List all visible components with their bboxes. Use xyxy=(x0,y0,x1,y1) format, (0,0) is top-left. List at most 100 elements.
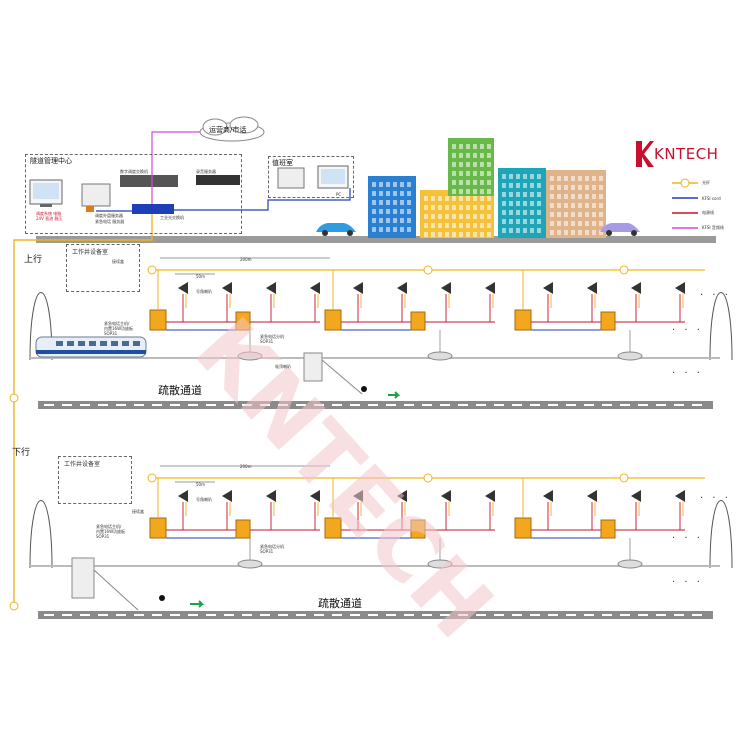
window xyxy=(530,219,534,224)
window xyxy=(473,196,477,201)
device-label-switch: 数字调度交换机 xyxy=(120,169,148,174)
window xyxy=(407,182,411,187)
window xyxy=(431,232,435,237)
window xyxy=(487,153,491,158)
evac-road-up-dash xyxy=(440,404,450,406)
digital-switch xyxy=(120,175,178,187)
evac-road-down-dash xyxy=(692,614,702,616)
window xyxy=(438,223,442,228)
window xyxy=(571,185,575,190)
device-label-dispatch-server: 调度外盘服务器 xyxy=(95,213,123,218)
evac-road-up-dash xyxy=(116,404,126,406)
evac-road-down-dash xyxy=(476,614,486,616)
wheel xyxy=(347,230,353,236)
evac-road-up-dash xyxy=(494,404,504,406)
down-splice-2 xyxy=(619,473,629,483)
evac-road-down-dash xyxy=(422,614,432,616)
window xyxy=(473,144,477,149)
window xyxy=(480,214,484,219)
stair-door-up xyxy=(303,352,323,382)
well-room-box-up xyxy=(66,244,140,292)
window xyxy=(372,209,376,214)
evac-road-down-dash xyxy=(188,614,198,616)
window xyxy=(438,196,442,201)
train-window xyxy=(100,341,107,346)
window xyxy=(592,176,596,181)
window xyxy=(564,230,568,235)
up-horn xyxy=(675,282,685,294)
window xyxy=(452,232,456,237)
window xyxy=(473,232,477,237)
window xyxy=(599,185,603,190)
window xyxy=(502,174,506,179)
up-horn xyxy=(631,282,641,294)
window xyxy=(550,203,554,208)
window xyxy=(452,171,456,176)
window xyxy=(509,219,513,224)
duty-room-box xyxy=(268,156,354,198)
window xyxy=(473,189,477,194)
evac-road-up-dash xyxy=(188,404,198,406)
window xyxy=(473,180,477,185)
window xyxy=(424,223,428,228)
window xyxy=(530,192,534,197)
window xyxy=(537,174,541,179)
down-horn xyxy=(543,490,553,502)
window xyxy=(599,194,603,199)
window xyxy=(459,232,463,237)
evac-road-down-dash xyxy=(116,614,126,616)
evac-road-down-dash xyxy=(332,614,342,616)
window xyxy=(386,209,390,214)
window xyxy=(480,196,484,201)
evac-road-down-dash xyxy=(80,614,90,616)
down-horn xyxy=(441,490,451,502)
car-right xyxy=(600,223,640,232)
window xyxy=(452,189,456,194)
surface-road xyxy=(36,236,716,243)
window xyxy=(592,185,596,190)
up-ceiling-speaker-1 xyxy=(427,351,453,361)
window xyxy=(393,182,397,187)
down-phone-ext-0 xyxy=(235,519,251,539)
evac-road-up-dash xyxy=(368,404,378,406)
window xyxy=(502,228,506,233)
car-left xyxy=(316,223,356,232)
window xyxy=(564,176,568,181)
evac-road-up-dash xyxy=(602,404,612,406)
evac-road-up-dash xyxy=(152,404,162,406)
ceiling-label-up: 吸顶喇叭 xyxy=(275,364,291,369)
stair-up xyxy=(321,359,363,395)
window xyxy=(530,228,534,233)
window xyxy=(459,205,463,210)
window xyxy=(386,191,390,196)
well-room-box-down xyxy=(58,456,132,504)
window xyxy=(466,180,470,185)
window xyxy=(480,153,484,158)
window xyxy=(564,185,568,190)
window xyxy=(487,171,491,176)
down-splice-0 xyxy=(147,473,157,483)
window xyxy=(571,194,575,199)
window xyxy=(393,191,397,196)
direction-down-label: 下行 xyxy=(12,448,31,458)
window xyxy=(480,189,484,194)
ext-label-down: 紧急电话分机 SOP31 xyxy=(260,544,284,554)
window xyxy=(509,228,513,233)
window xyxy=(445,205,449,210)
window xyxy=(523,183,527,188)
evac-road-up-dash xyxy=(404,404,414,406)
window xyxy=(571,176,575,181)
runner-up xyxy=(361,386,367,392)
window xyxy=(557,176,561,181)
window xyxy=(502,219,506,224)
window xyxy=(424,196,428,201)
down-phone-main-0 xyxy=(149,517,167,539)
evac-road-down-dash xyxy=(44,614,54,616)
window xyxy=(379,209,383,214)
down-horn xyxy=(631,490,641,502)
control-red-notes: 调度系统 电脑 24V 直流 稳压 xyxy=(36,211,63,221)
window xyxy=(480,162,484,167)
power-unit xyxy=(86,206,94,212)
evac-road-up-dash xyxy=(296,404,306,406)
